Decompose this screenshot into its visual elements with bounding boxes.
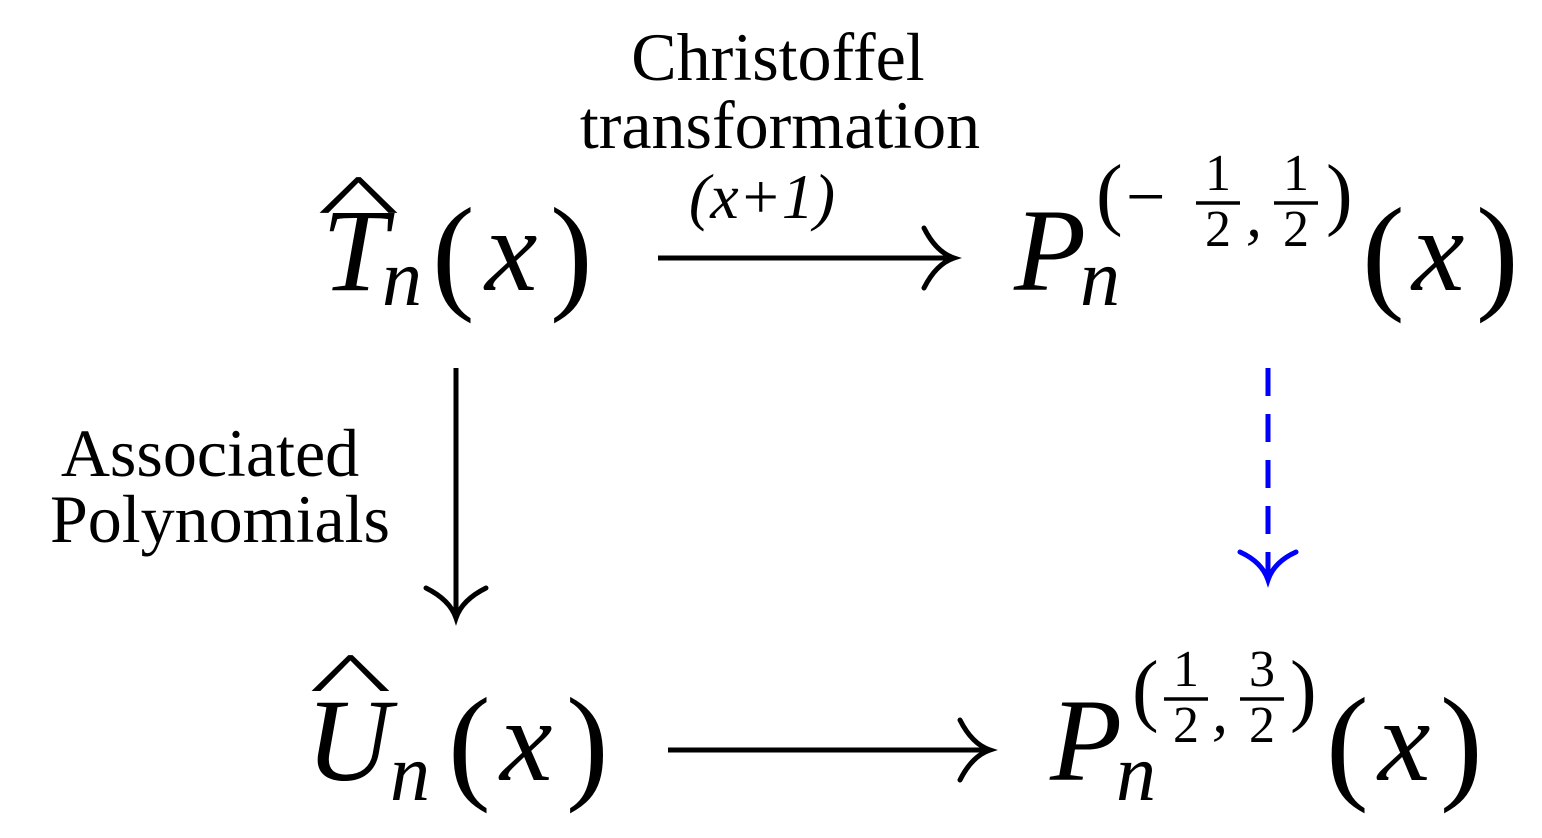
node-top-right-close-paren: ): [1476, 182, 1519, 324]
node-bottom-right-close-paren: ): [1440, 672, 1483, 814]
node-top-right-open-paren: (: [1362, 182, 1405, 324]
node-top-left-open-paren: (: [432, 182, 475, 324]
node-top-right: P n ( − 1 2 , 1 2 ) ( x ): [1013, 145, 1519, 324]
arrow-right-dashed: [1237, 368, 1299, 588]
arrow-top-christoffel: [658, 225, 962, 291]
node-top-right-sup-a-num: 1: [1205, 145, 1231, 202]
node-top-right-arg: x: [1410, 185, 1464, 316]
node-bottom-right-sup-comma: ,: [1212, 675, 1228, 746]
arrow-bottom: [668, 717, 998, 783]
node-bottom-right-open-paren: (: [1326, 672, 1369, 814]
node-bottom-right-sup-close: ): [1290, 646, 1317, 734]
node-bottom-right-sup-b-num: 3: [1249, 641, 1275, 698]
node-bottom-left-hat: ^: [309, 638, 392, 723]
arrow-left-associated: [423, 368, 489, 626]
node-top-right-sup-comma: ,: [1246, 179, 1262, 250]
node-bottom-right-sup-open: (: [1132, 646, 1159, 734]
node-top-right-sup-a-sign: −: [1126, 159, 1165, 236]
node-top-right-sup-open: (: [1096, 150, 1123, 238]
node-bottom-right: P n ( 1 2 , 3 2 ) ( x ): [1049, 641, 1483, 818]
node-top-left-arg: x: [483, 185, 537, 316]
node-top-right-sup-a-den: 2: [1205, 201, 1231, 258]
node-top-right-sup-close: ): [1326, 150, 1353, 238]
node-top-left-base: T: [322, 185, 395, 316]
node-top-right-sup-b-den: 2: [1283, 201, 1309, 258]
top-arrow-label-line2: transformation: [580, 87, 980, 163]
node-bottom-right-arg: x: [1376, 675, 1430, 806]
top-arrow-label-line1: Christoffel: [631, 19, 924, 95]
node-bottom-right-sup-b-den: 2: [1249, 697, 1275, 754]
node-top-right-sub: n: [1080, 235, 1120, 323]
node-bottom-left-arg: x: [498, 675, 552, 806]
node-top-right-base: P: [1013, 185, 1086, 316]
node-bottom-left-sub: n: [390, 730, 430, 818]
left-arrow-label-line1: Associated: [61, 415, 359, 491]
node-bottom-left-close-paren: ): [566, 672, 609, 814]
node-top-left-sub: n: [382, 235, 422, 323]
node-top-left-close-paren: ): [550, 182, 593, 324]
top-arrow-label-factor: (x+1): [689, 161, 835, 232]
node-top-left: ^ T n ( x ): [317, 159, 593, 324]
node-bottom-left: ^ U n ( x ): [306, 638, 609, 818]
node-bottom-right-sup-a-den: 2: [1173, 697, 1199, 754]
node-top-right-sup-b-num: 1: [1283, 145, 1309, 202]
left-arrow-label-line2: Polynomials: [50, 481, 390, 557]
node-top-left-hat: ^: [317, 159, 400, 244]
node-bottom-right-base: P: [1049, 675, 1122, 806]
node-bottom-right-sub: n: [1116, 730, 1156, 818]
node-bottom-left-open-paren: (: [448, 672, 491, 814]
node-bottom-left-base: U: [306, 675, 398, 806]
node-bottom-right-sup-a-num: 1: [1173, 641, 1199, 698]
